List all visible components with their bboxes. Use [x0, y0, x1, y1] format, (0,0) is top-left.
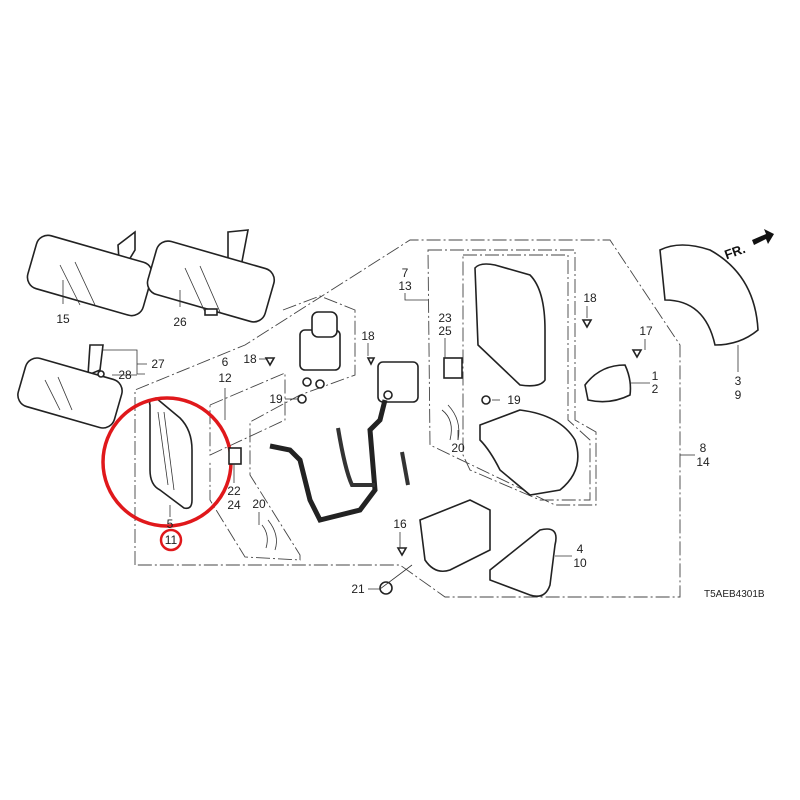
- label-13: 13: [398, 279, 412, 293]
- diagram-code: T5AEB4301B: [704, 589, 765, 600]
- group-outline-23-25: [462, 254, 591, 501]
- label-21: 21: [351, 582, 365, 596]
- label-24: 24: [227, 498, 241, 512]
- housing-base-skullcap: [479, 409, 579, 496]
- connector-22-24: [228, 447, 242, 465]
- label-19a: 19: [269, 392, 283, 406]
- clip-20a: [441, 404, 460, 441]
- part-labels: 15 26 27 28 6 12 18 19 18 7 13 23 25 18 …: [56, 266, 741, 596]
- screw-28: [97, 370, 105, 378]
- label-1: 1: [652, 369, 659, 383]
- label-9: 9: [735, 388, 742, 402]
- base-cover-16: [419, 499, 491, 573]
- rearview-mirror-27: [17, 344, 123, 429]
- cover-3-9: [659, 244, 759, 346]
- label-28: 28: [118, 368, 132, 382]
- label-22: 22: [227, 484, 241, 498]
- label-20b: 20: [252, 497, 266, 511]
- label-8: 8: [700, 441, 707, 455]
- screw-18a: [264, 357, 276, 367]
- mirror-housing-7-13: [474, 263, 546, 387]
- group-outline-6-12: [209, 372, 286, 456]
- label-23: 23: [438, 311, 452, 325]
- label-7: 7: [402, 266, 409, 280]
- group-outline-7-13: [427, 249, 597, 506]
- front-arrow-icon: [752, 229, 774, 245]
- mirror-actuator-motor: [299, 311, 341, 389]
- label-6: 6: [222, 355, 229, 369]
- label-15: 15: [56, 312, 70, 326]
- front-direction-label: FR.: [722, 241, 747, 262]
- nut-21: [379, 581, 393, 595]
- label-20a: 20: [451, 441, 465, 455]
- rearview-mirror-26: [146, 229, 276, 323]
- screw-17: [631, 349, 643, 359]
- corrugated-tube-b: [400, 451, 410, 486]
- connector-23-25: [443, 357, 463, 379]
- label-10: 10: [573, 556, 587, 570]
- label-14: 14: [696, 455, 710, 469]
- label-27: 27: [151, 357, 165, 371]
- mirror-glass-5-11: [148, 397, 193, 510]
- bolt-19a: [297, 394, 307, 404]
- label-16: 16: [393, 517, 407, 531]
- rearview-mirror-15: [26, 230, 154, 317]
- label-2: 2: [652, 382, 659, 396]
- label-5: 5: [167, 517, 174, 531]
- label-18b: 18: [361, 329, 375, 343]
- group-outline-8-14: [134, 239, 681, 598]
- corrugated-tube-a: [336, 427, 375, 487]
- leader-lines: [62, 280, 739, 590]
- clip-20b: [261, 519, 277, 551]
- screw-18c: [581, 319, 593, 329]
- label-11: 11: [165, 533, 178, 547]
- screw-18b: [366, 357, 376, 366]
- label-12: 12: [218, 371, 232, 385]
- power-fold-unit: [377, 361, 419, 403]
- label-26: 26: [173, 315, 187, 329]
- wire-harness: [269, 399, 388, 523]
- screw-16: [396, 547, 408, 557]
- group-outline-motor: [209, 295, 356, 561]
- bolt-19b: [481, 395, 491, 405]
- label-18a: 18: [243, 352, 257, 366]
- label-19b: 19: [507, 393, 521, 407]
- label-17: 17: [639, 324, 653, 338]
- label-18c: 18: [583, 291, 597, 305]
- label-25: 25: [438, 324, 452, 338]
- label-3: 3: [735, 374, 742, 388]
- turn-signal-1-2: [584, 364, 632, 403]
- label-4: 4: [577, 542, 584, 556]
- lower-cover-4-10: [489, 528, 557, 598]
- highlight-circle-part-11: [159, 528, 183, 552]
